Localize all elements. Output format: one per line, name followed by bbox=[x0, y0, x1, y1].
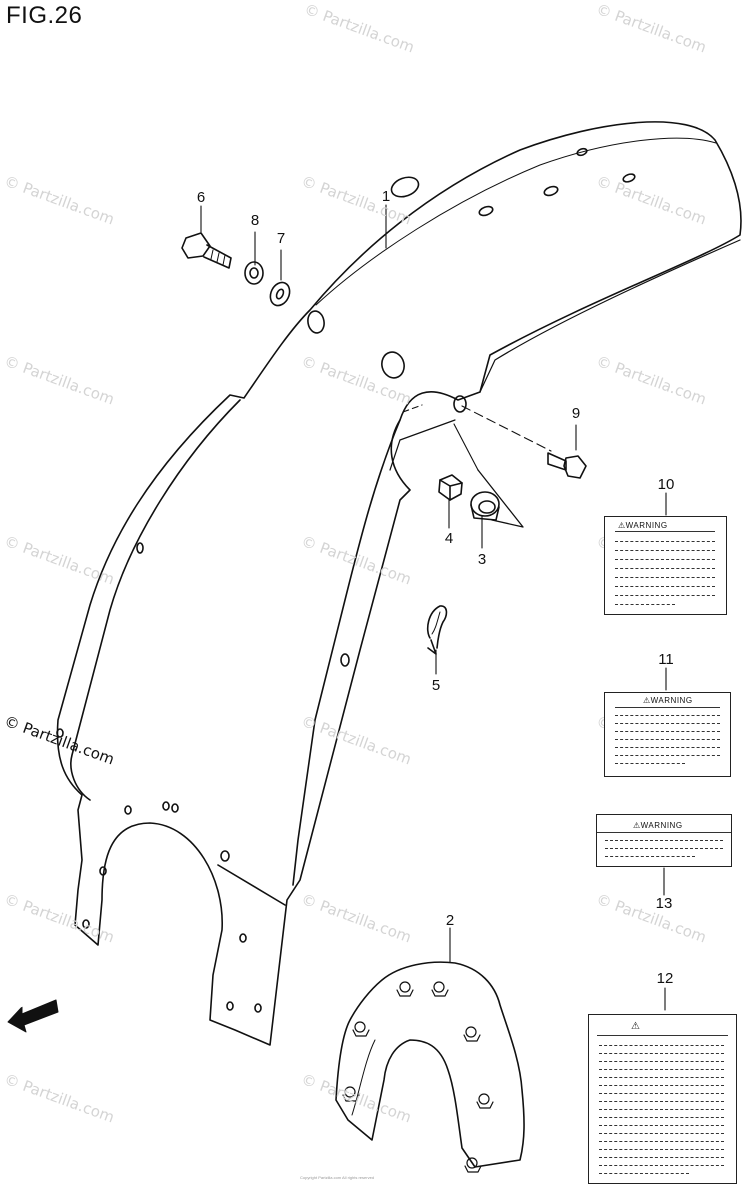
callout-2[interactable]: 2 bbox=[445, 912, 455, 929]
label-text-line bbox=[599, 1141, 724, 1142]
label-text-line bbox=[615, 739, 720, 740]
label-text-line bbox=[599, 1101, 724, 1102]
washer-part-7[interactable] bbox=[267, 279, 293, 308]
warning-icon: ⚠ bbox=[633, 821, 641, 830]
washer-part-8[interactable] bbox=[244, 261, 264, 285]
collar-part-3[interactable] bbox=[470, 469, 524, 528]
divider bbox=[615, 707, 720, 708]
label-text-line bbox=[599, 1085, 724, 1086]
callout-8[interactable]: 8 bbox=[250, 212, 260, 229]
forward-arrow-icon bbox=[7, 999, 59, 1033]
label-text-line bbox=[615, 559, 715, 560]
label-text-line bbox=[599, 1133, 724, 1134]
warning-label-text: WARNING bbox=[650, 696, 693, 705]
label-text-line bbox=[615, 763, 685, 764]
label-text-line bbox=[605, 840, 723, 841]
warning-label-text: WARNING bbox=[625, 521, 668, 530]
label-text-line bbox=[599, 1157, 724, 1158]
rear-fender-part-1[interactable] bbox=[56, 121, 742, 1046]
label-text-line bbox=[615, 731, 720, 732]
warning-icon: ⚠ bbox=[643, 696, 651, 705]
warning-icon: ⚠ bbox=[631, 1021, 641, 1032]
figure-title: FIG.26 bbox=[6, 2, 83, 29]
warning-label-heading: ⚠WARNING bbox=[633, 821, 683, 830]
label-text-line bbox=[599, 1173, 689, 1174]
label-text-line bbox=[599, 1117, 724, 1118]
bolt-part-6[interactable] bbox=[181, 232, 232, 269]
label-text-line bbox=[615, 604, 675, 605]
label-text-line bbox=[599, 1069, 724, 1070]
label-text-line bbox=[599, 1061, 724, 1062]
warning-icon: ⚠ bbox=[618, 521, 626, 530]
label-text-line bbox=[599, 1053, 724, 1054]
callout-13[interactable]: 13 bbox=[655, 895, 673, 912]
label-text-line bbox=[599, 1165, 724, 1166]
callout-6[interactable]: 6 bbox=[196, 189, 206, 206]
label-text-line bbox=[615, 541, 715, 542]
label-text-line bbox=[599, 1077, 724, 1078]
warning-label-part-11[interactable]: ⚠WARNING bbox=[604, 692, 731, 777]
divider bbox=[597, 1035, 728, 1036]
label-text-line bbox=[615, 550, 715, 551]
label-text-line bbox=[599, 1149, 724, 1150]
divider bbox=[615, 531, 715, 532]
label-text-line bbox=[615, 595, 715, 596]
label-text-line bbox=[605, 856, 695, 857]
warning-label-heading: ⚠WARNING bbox=[643, 696, 693, 705]
label-text-line bbox=[615, 577, 715, 578]
label-text-line bbox=[615, 755, 720, 756]
nut-part-4[interactable] bbox=[438, 474, 463, 501]
label-text-line bbox=[599, 1093, 724, 1094]
callout-3[interactable]: 3 bbox=[477, 551, 487, 568]
callout-9[interactable]: 9 bbox=[571, 405, 581, 422]
bolt-part-9[interactable] bbox=[547, 452, 587, 479]
warning-label-part-10[interactable]: ⚠WARNING bbox=[604, 516, 727, 615]
callout-12[interactable]: 12 bbox=[656, 970, 674, 987]
warning-label-text: WARNING bbox=[640, 821, 683, 830]
label-text-line bbox=[605, 848, 723, 849]
callout-4[interactable]: 4 bbox=[444, 530, 454, 547]
divider bbox=[597, 832, 731, 833]
clamp-part-5[interactable] bbox=[426, 605, 448, 655]
label-text-line bbox=[599, 1125, 724, 1126]
callout-10[interactable]: 10 bbox=[657, 476, 675, 493]
label-text-line bbox=[599, 1109, 724, 1110]
callout-1[interactable]: 1 bbox=[381, 188, 391, 205]
callout-11[interactable]: 11 bbox=[658, 651, 674, 668]
label-text-line bbox=[615, 723, 720, 724]
copyright-text: Copyright Partzilla.com All rights reser… bbox=[300, 1175, 375, 1180]
label-text-line bbox=[615, 568, 715, 569]
mud-flap-part-2[interactable] bbox=[335, 961, 525, 1173]
label-text-line bbox=[615, 747, 720, 748]
callout-7[interactable]: 7 bbox=[276, 230, 286, 247]
label-text-line bbox=[615, 586, 715, 587]
warning-label-part-13[interactable]: ⚠WARNING bbox=[596, 814, 732, 867]
label-text-line bbox=[599, 1045, 724, 1046]
warning-label-part-12[interactable]: ⚠ bbox=[588, 1014, 737, 1184]
callout-5[interactable]: 5 bbox=[431, 677, 441, 694]
label-text-line bbox=[615, 715, 720, 716]
warning-label-heading: ⚠WARNING bbox=[618, 521, 668, 530]
